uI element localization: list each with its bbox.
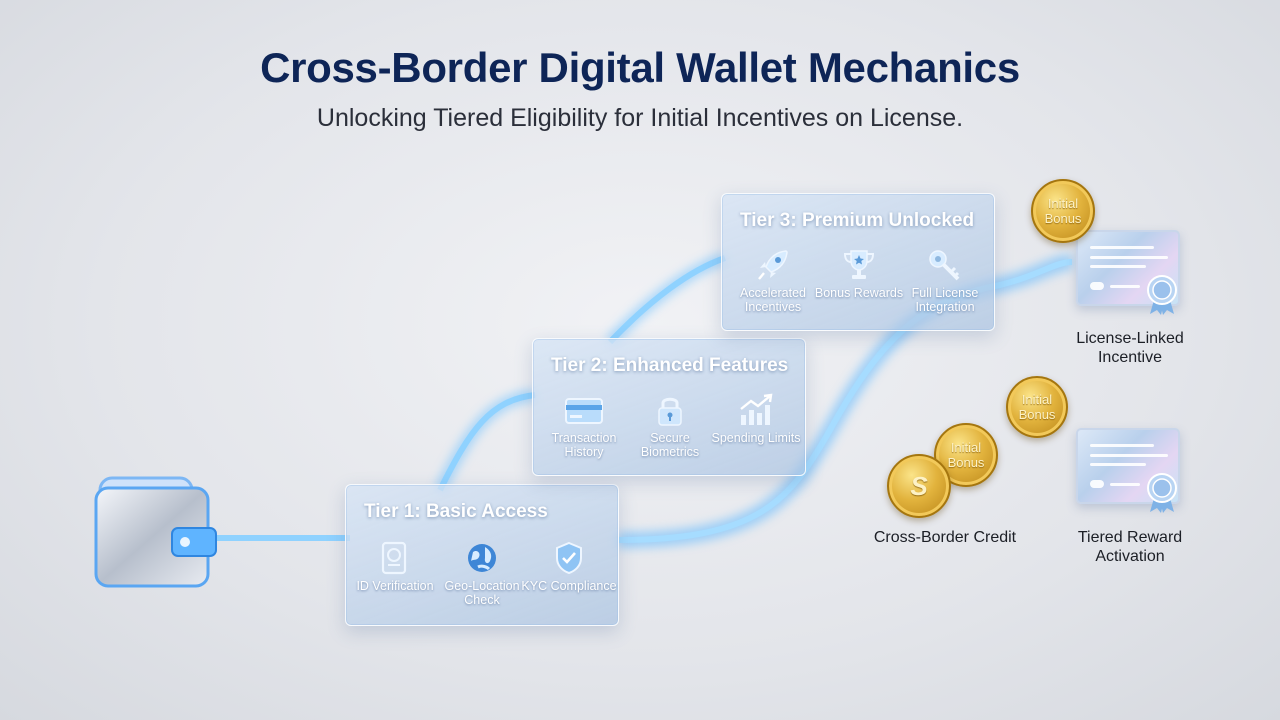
lower-flow-line — [617, 254, 1073, 548]
globe-icon — [468, 544, 496, 572]
tier-3-title: Tier 3: Premium Unlocked — [740, 210, 975, 231]
reward-document-icon — [1076, 428, 1180, 513]
outcome-license-linked-incentive: License-Linked Incentive — [1076, 330, 1184, 366]
tier-2-title: Tier 2: Enhanced Features — [551, 355, 789, 376]
lock-icon — [658, 397, 682, 426]
seal-badge-icon — [1147, 473, 1177, 513]
outcome-tiered-reward-activation: Tiered Reward Activation — [1077, 529, 1183, 565]
tier-2-feature-limits: Spending Limits — [707, 393, 805, 445]
key-icon — [929, 250, 960, 281]
chart-up-icon — [740, 393, 773, 425]
upper-flow-line — [212, 252, 728, 545]
tier-1-title: Tier 1: Basic Access — [364, 501, 548, 522]
tier-3-panel: Tier 3: Premium Unlocked Accelerated Inc… — [721, 193, 995, 331]
page-subtitle: Unlocking Tiered Eligibility for Initial… — [316, 104, 964, 132]
wallet-icon — [94, 476, 217, 588]
tier-3-feature-bonus: Bonus Rewards — [810, 248, 908, 300]
tier-3-feature-accelerated: Accelerated Incentives — [724, 248, 822, 314]
tier-2-feature-history: Transaction History — [535, 393, 633, 459]
tier-2-feature-biometrics: Secure Biometrics — [621, 393, 719, 459]
card-icon — [565, 398, 603, 424]
license-document-icon — [1076, 230, 1180, 315]
currency-symbol: S — [910, 471, 928, 501]
initial-bonus-coin-2: Initial Bonus — [1006, 376, 1068, 438]
tier-1-panel: Tier 1: Basic Access ID Verification Geo… — [345, 484, 619, 626]
outcome-cross-border-credit: Cross-Border Credit — [873, 529, 1017, 546]
passport-icon — [381, 541, 407, 575]
shield-check-icon — [556, 541, 582, 575]
rocket-icon — [758, 250, 788, 280]
tier-2-panel: Tier 2: Enhanced Features Transaction Hi… — [532, 338, 806, 476]
tier-1-feature-geo: Geo-Location Check — [433, 541, 531, 607]
currency-coin: S — [887, 454, 951, 518]
tier-1-feature-kyc: KYC Compliance — [520, 541, 618, 593]
seal-badge-icon — [1147, 275, 1177, 315]
page-title: Cross-Border Digital Wallet Mechanics — [260, 44, 1020, 91]
tier-3-feature-license: Full License Integration — [896, 248, 994, 314]
trophy-icon — [843, 250, 875, 279]
tier-1-feature-id: ID Verification — [346, 541, 444, 593]
initial-bonus-coin-1: Initial Bonus — [1031, 179, 1095, 243]
